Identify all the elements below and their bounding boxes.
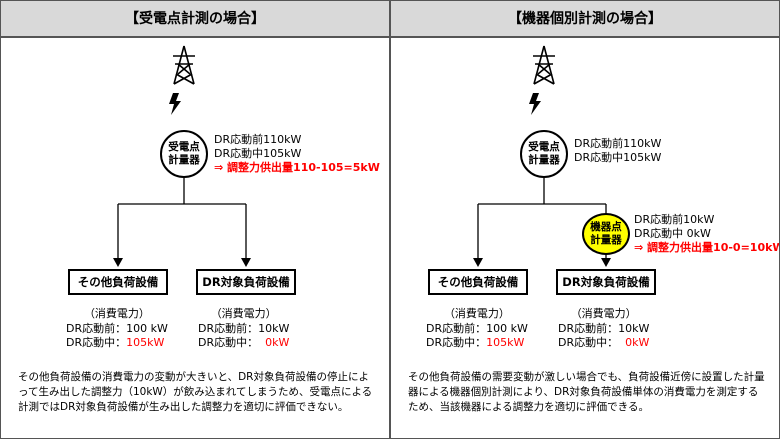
panel-description: その他負荷設備の消費電力の変動が大きいと、DR対象負荷設備の停止によって生み出し… bbox=[18, 371, 373, 413]
before-label: DR応動前： bbox=[66, 321, 127, 335]
during-label: DR応動中： bbox=[66, 336, 127, 349]
panel-receiving-point: 【受電点計測の場合】 受電点 bbox=[0, 0, 390, 413]
reading-during: DR応動中 0kW bbox=[634, 227, 711, 240]
meter-label-line1: 受電点 bbox=[168, 141, 200, 153]
reading-before: DR応動前110kW bbox=[214, 133, 302, 146]
dr-load-consumption: （消費電力） DR応動前：10kW DR応動中： 0kW bbox=[198, 307, 289, 351]
consumption-title: （消費電力） bbox=[210, 307, 277, 320]
meter-label-line2: 計量器 bbox=[528, 154, 560, 166]
wiring-diagram bbox=[113, 45, 251, 267]
before-label: DR応動前： bbox=[426, 321, 487, 335]
panel-title: 【機器個別計測の場合】 bbox=[390, 0, 780, 36]
device-meter-readings: DR応動前10kW DR応動中 0kW ⇒ 調整力供出量10-0=10kW bbox=[634, 213, 780, 255]
other-load-box: その他負荷設備 bbox=[68, 269, 168, 295]
other-load-box: その他負荷設備 bbox=[428, 269, 528, 295]
other-load-consumption: （消費電力） DR応動前：100 kW DR応動中：105kW bbox=[66, 307, 168, 351]
transmission-tower-icon bbox=[533, 45, 555, 85]
receiving-point-meter: 受電点 計量器 bbox=[520, 130, 568, 178]
during-value: 105kW bbox=[126, 336, 165, 349]
before-value: 100 kW bbox=[126, 321, 168, 335]
transmission-tower-icon bbox=[173, 45, 195, 85]
lightning-bolt-icon bbox=[169, 93, 181, 115]
during-value: 105kW bbox=[486, 336, 525, 349]
reading-before: DR応動前10kW bbox=[634, 213, 715, 226]
meter-readings: DR応動前110kW DR応動中105kW bbox=[574, 137, 661, 165]
dr-load-box: DR対象負荷設備 bbox=[196, 269, 296, 295]
meter-label-line1: 機器点 bbox=[590, 221, 622, 233]
panel-description: その他負荷設備の需要変動が激しい場合でも、負荷設備近傍に設置した計量器による機器… bbox=[408, 371, 765, 413]
panel-device-individual: 【機器個別計測の場合】 受電点 計量器 bbox=[390, 0, 780, 439]
reading-before: DR応動前110kW bbox=[574, 137, 662, 150]
reading-during: DR応動中105kW bbox=[574, 151, 662, 164]
during-label: DR応動中： bbox=[426, 336, 487, 349]
panel-divider bbox=[389, 0, 391, 439]
during-label: DR応動中： bbox=[198, 336, 259, 349]
consumption-title: （消費電力） bbox=[83, 307, 150, 320]
reading-result: ⇒ 調整力供出量110-105=5kW bbox=[214, 161, 380, 174]
lightning-bolt-icon bbox=[529, 93, 541, 115]
meter-readings: DR応動前110kW DR応動中105kW ⇒ 調整力供出量110-105=5k… bbox=[214, 133, 380, 175]
during-label: DR応動中： bbox=[558, 336, 619, 349]
device-point-meter: 機器点 計量器 bbox=[582, 213, 630, 255]
dr-load-box: DR対象負荷設備 bbox=[556, 269, 656, 295]
meter-label-line1: 受電点 bbox=[528, 141, 560, 153]
reading-result: ⇒ 調整力供出量10-0=10kW bbox=[634, 241, 780, 254]
during-value: 0kW bbox=[265, 336, 290, 349]
before-label: DR応動前： bbox=[198, 321, 259, 335]
reading-during: DR応動中105kW bbox=[214, 147, 302, 160]
before-value: 100 kW bbox=[486, 321, 528, 335]
consumption-title: （消費電力） bbox=[443, 307, 510, 320]
before-label: DR応動前： bbox=[558, 321, 619, 335]
meter-label-line2: 計量器 bbox=[590, 234, 622, 246]
receiving-point-meter: 受電点 計量器 bbox=[160, 130, 208, 178]
consumption-title: （消費電力） bbox=[570, 307, 637, 320]
panel-title: 【受電点計測の場合】 bbox=[0, 0, 390, 36]
during-value: 0kW bbox=[625, 336, 650, 349]
other-load-consumption: （消費電力） DR応動前：100 kW DR応動中：105kW bbox=[426, 307, 528, 351]
before-value: 10kW bbox=[618, 321, 650, 335]
dr-load-consumption: （消費電力） DR応動前：10kW DR応動中： 0kW bbox=[558, 307, 649, 351]
meter-label-line2: 計量器 bbox=[168, 154, 200, 166]
before-value: 10kW bbox=[258, 321, 290, 335]
